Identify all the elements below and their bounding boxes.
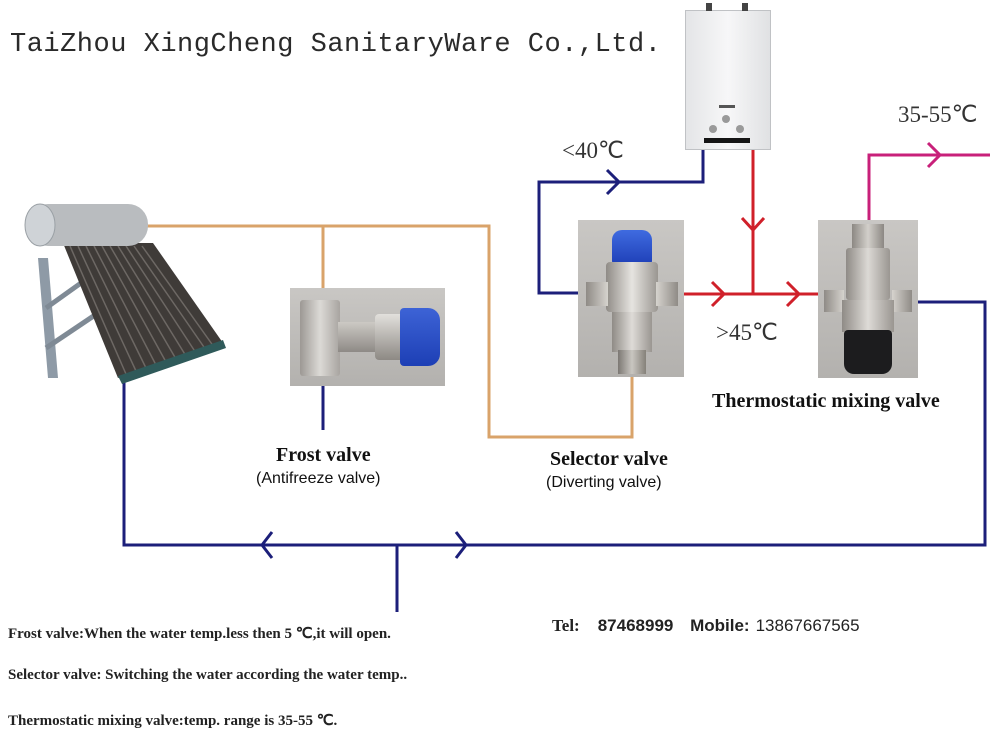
contact-info: Tel: 87468999 Mobile: 13867667565 [552, 616, 860, 636]
cold-arrows [260, 168, 622, 559]
arrow-right-icon [605, 168, 622, 196]
frost-valve-subtitle: (Antifreeze valve) [256, 470, 381, 487]
company-name: TaiZhou XingCheng SanitaryWare Co.,Ltd. [10, 30, 662, 60]
thermostatic-mixing-valve-icon [818, 220, 918, 378]
solar-hot-pipe [145, 224, 634, 439]
selector-valve-subtitle: (Diverting valve) [546, 474, 662, 491]
frost-valve-icon [290, 288, 445, 386]
temp-label-cold-bypass: <40℃ [562, 138, 624, 163]
mixed-output-pipe [867, 141, 990, 222]
selector-valve-icon [578, 220, 684, 377]
frost-valve-title: Frost valve [276, 444, 371, 466]
solar-water-heater-icon [24, 203, 226, 384]
selector-valve-title: Selector valve [550, 448, 668, 470]
arrow-down-icon [740, 216, 766, 233]
note-frost-valve: Frost valve:When the water temp.less the… [8, 626, 391, 642]
arrow-left-icon [260, 531, 274, 559]
arrow-right-icon [785, 280, 802, 308]
arrow-right-icon [710, 280, 727, 308]
temp-label-hot-supply: >45℃ [716, 320, 778, 345]
temp-label-output: 35-55℃ [898, 102, 978, 127]
tel-number: 87468999 [597, 616, 674, 635]
hot-water-pipe [684, 150, 822, 308]
mixing-valve-title: Thermostatic mixing valve [712, 390, 940, 412]
mobile-label: Mobile: [690, 616, 750, 635]
mobile-number: 13867667565 [755, 616, 860, 635]
arrow-right-icon [454, 531, 468, 559]
note-selector-valve: Selector valve: Switching the water acco… [8, 667, 408, 683]
cold-water-pipe [122, 150, 987, 612]
tel-label: Tel: [552, 616, 580, 635]
arrow-right-icon [926, 141, 943, 169]
note-mixing-valve: Thermostatic mixing valve:temp. range is… [8, 713, 338, 729]
gas-water-heater-icon [685, 3, 771, 150]
